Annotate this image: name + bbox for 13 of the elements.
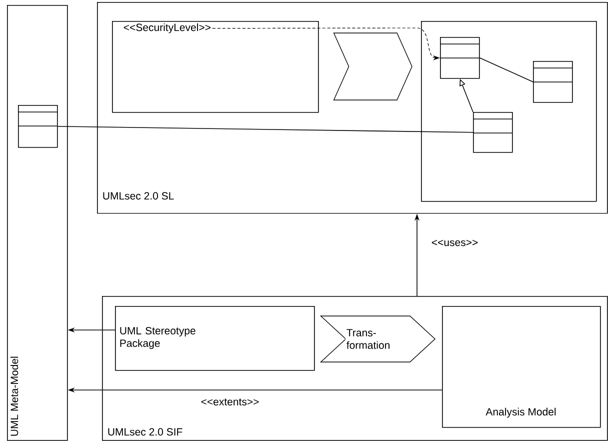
class-box xyxy=(440,37,480,79)
package-box xyxy=(421,21,597,202)
edge-label: <<extents>> xyxy=(200,398,260,406)
package-frame: UML Meta-Model xyxy=(7,5,68,441)
package-box: <<SecurityLevel>> xyxy=(112,21,319,113)
class-box xyxy=(532,61,573,103)
edge-label: Trans- formation xyxy=(345,328,398,350)
edge-label: <<uses>> xyxy=(430,238,480,248)
class-box xyxy=(18,105,58,148)
transformation-chevron xyxy=(333,32,412,100)
package-box: UML Stereotype Package xyxy=(115,306,315,371)
class-box xyxy=(472,112,513,153)
model-box: Analysis Model xyxy=(442,306,601,428)
